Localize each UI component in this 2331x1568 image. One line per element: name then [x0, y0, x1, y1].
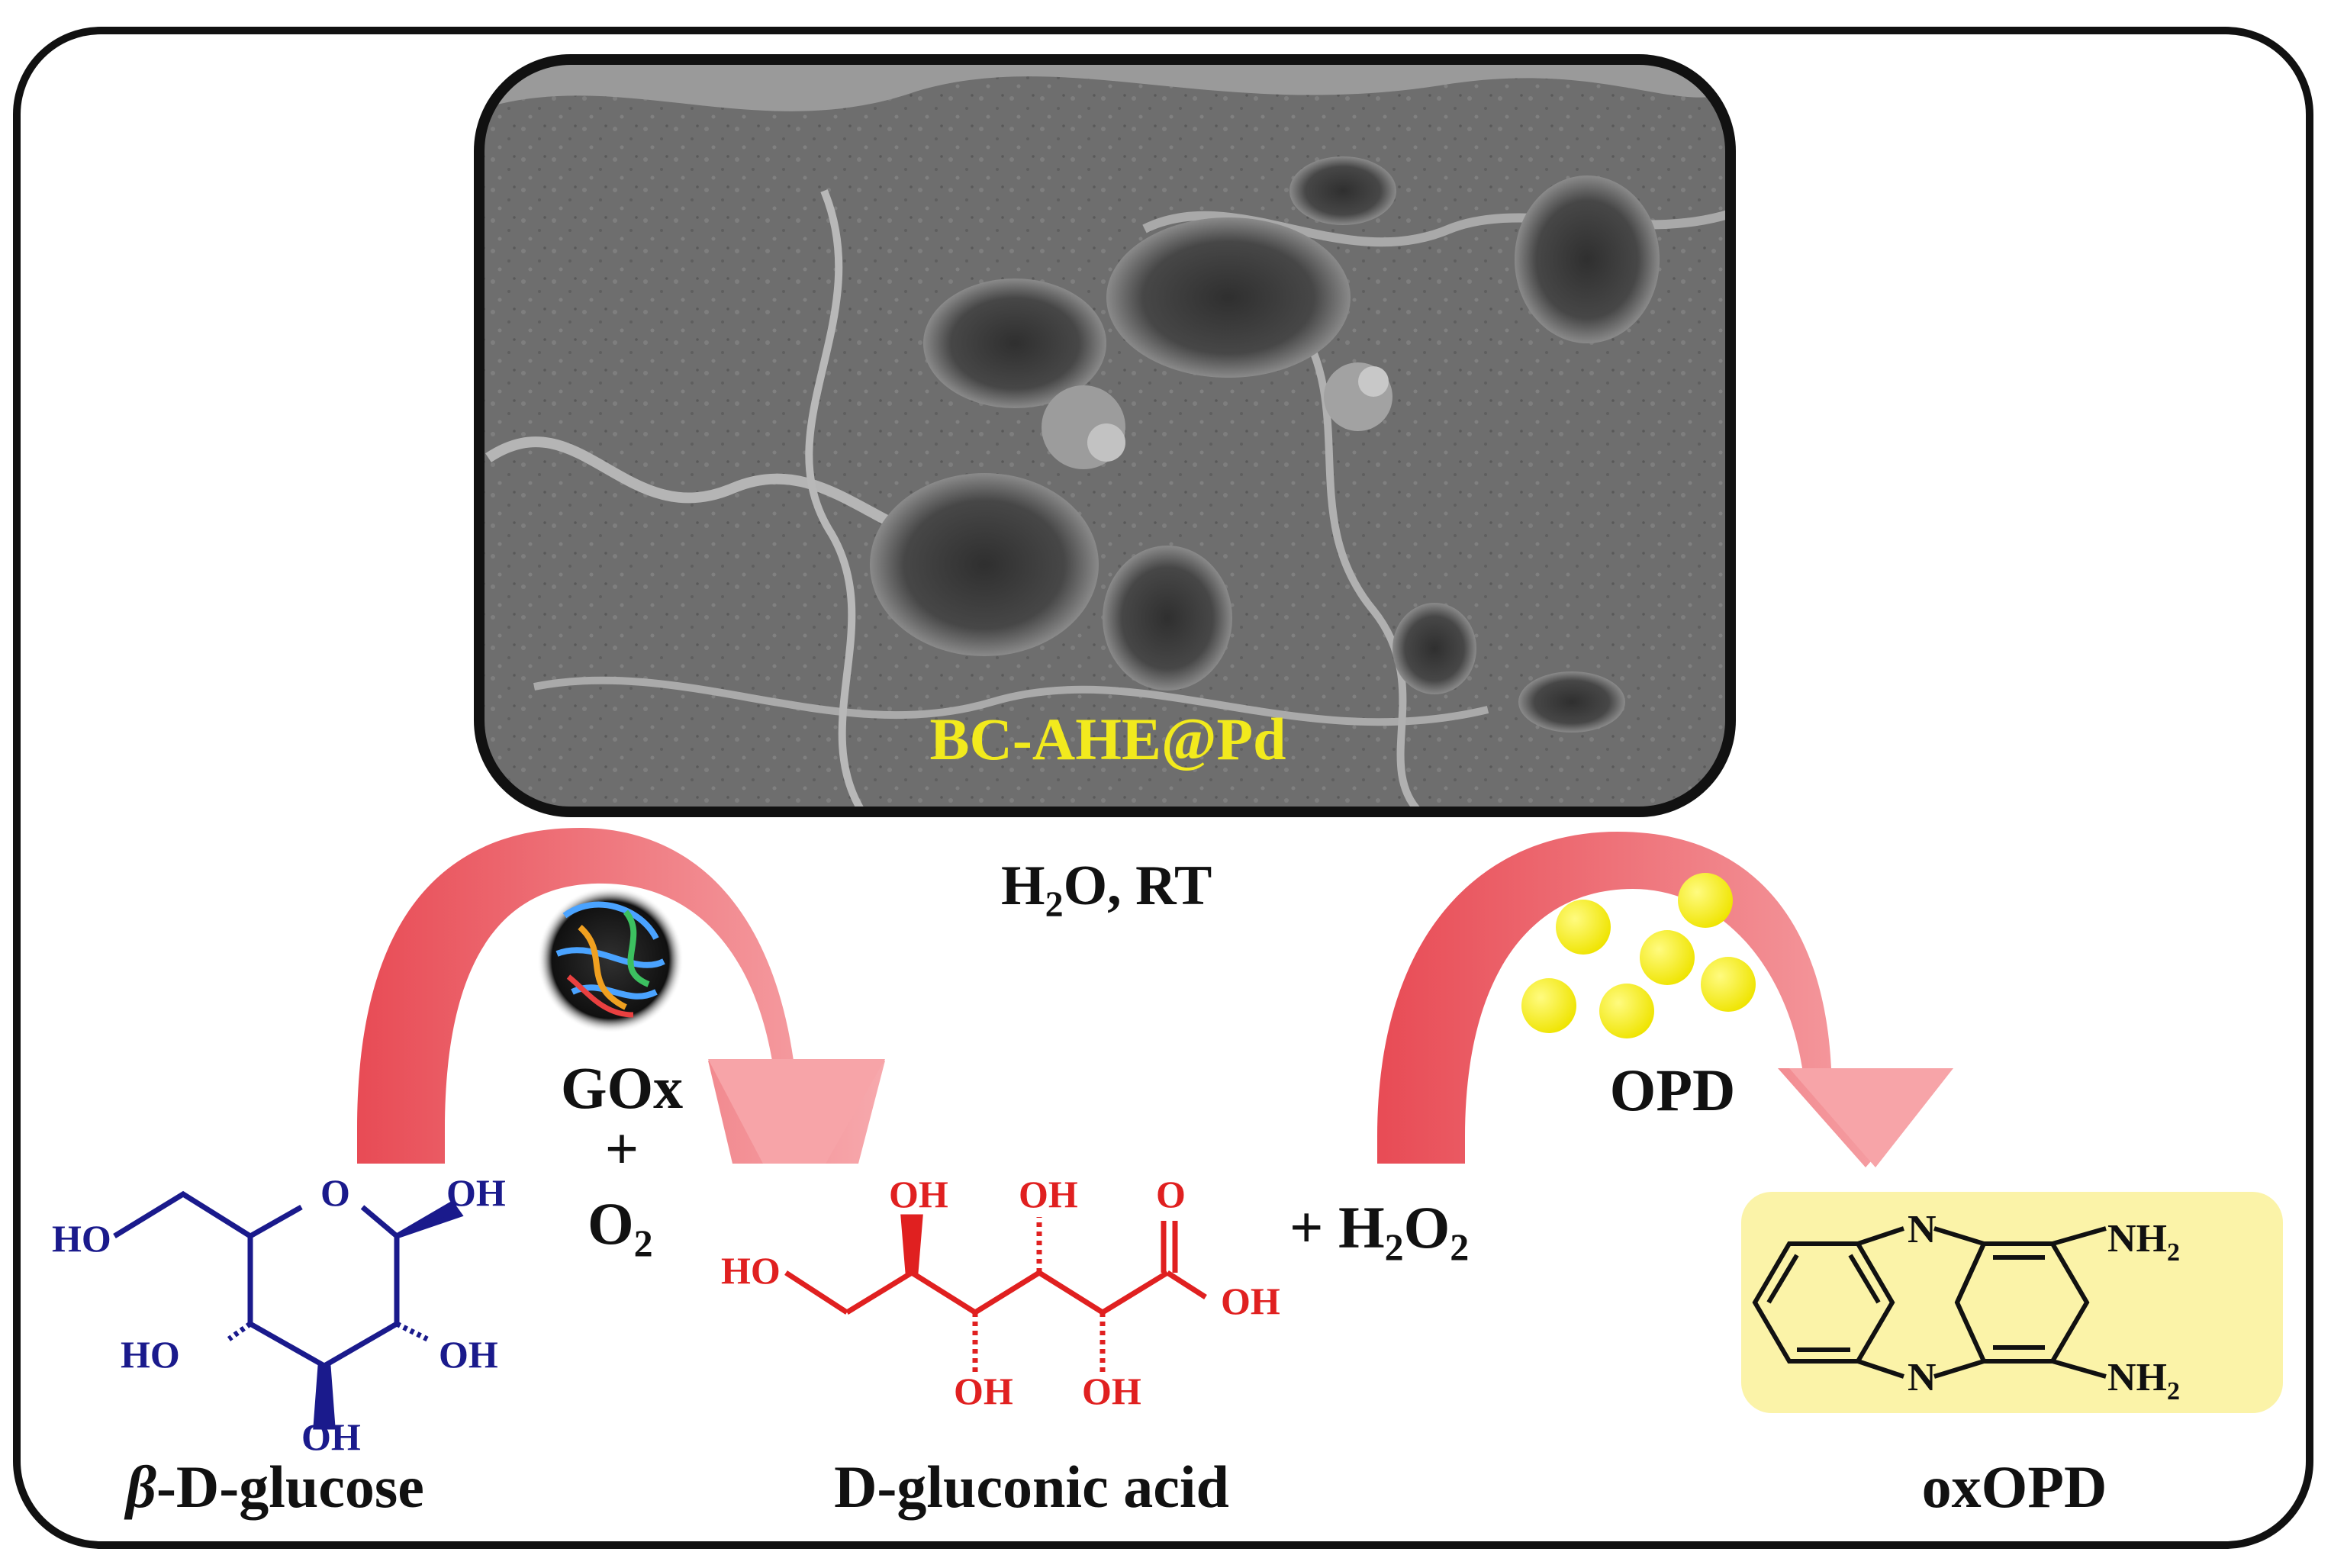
oxopd-highlight [1741, 1192, 2283, 1413]
svg-text:NH2: NH2 [2107, 1356, 2180, 1405]
svg-text:OH: OH [446, 1171, 506, 1214]
svg-text:N: N [1908, 1356, 1937, 1399]
byproduct-label: + H2O2 [1289, 1194, 1469, 1268]
svg-text:OH: OH [1221, 1280, 1280, 1322]
gluconic-atoms: HO OH OH O OH OH OH [721, 1173, 1280, 1412]
svg-text:OH: OH [1019, 1173, 1078, 1215]
plus-sign: + [605, 1116, 639, 1182]
opd-label: OPD [1610, 1057, 1736, 1123]
condition-label: H2O, RT [1001, 855, 1212, 925]
svg-text:NH2: NH2 [2107, 1217, 2180, 1267]
svg-text:N: N [1908, 1208, 1937, 1251]
svg-text:HO: HO [121, 1333, 180, 1376]
svg-text:OH: OH [889, 1173, 948, 1215]
glucose-atoms: HO O OH HO OH OH [52, 1171, 506, 1458]
oxygen-label: O2 [588, 1190, 653, 1264]
svg-text:OH: OH [1082, 1370, 1141, 1412]
glucose-structure [113, 1190, 464, 1430]
opd-molecule-icon [1521, 873, 1756, 1038]
svg-text:OH: OH [439, 1333, 498, 1376]
sem-label: BC-AHE@Pd [930, 706, 1286, 772]
oxopd-structure [1752, 1226, 2107, 1379]
svg-text:OH: OH [301, 1415, 361, 1458]
sem-image: BC-AHE@Pd [474, 54, 1736, 817]
svg-text:O: O [1156, 1173, 1186, 1215]
svg-text:HO: HO [52, 1217, 111, 1260]
gox-enzyme-icon [537, 887, 684, 1033]
gluconic-name: D-gluconic acid [834, 1454, 1229, 1520]
gluconic-structure [784, 1214, 1207, 1373]
gox-label: GOx [561, 1054, 683, 1121]
glucose-name: β-D-glucose [124, 1454, 424, 1520]
oxopd-atoms: N N NH2 NH2 [1908, 1208, 2180, 1405]
svg-text:OH: OH [954, 1370, 1013, 1412]
svg-text:HO: HO [721, 1249, 781, 1292]
svg-text:O: O [320, 1171, 350, 1214]
oxopd-name: oxOPD [1922, 1454, 2107, 1520]
